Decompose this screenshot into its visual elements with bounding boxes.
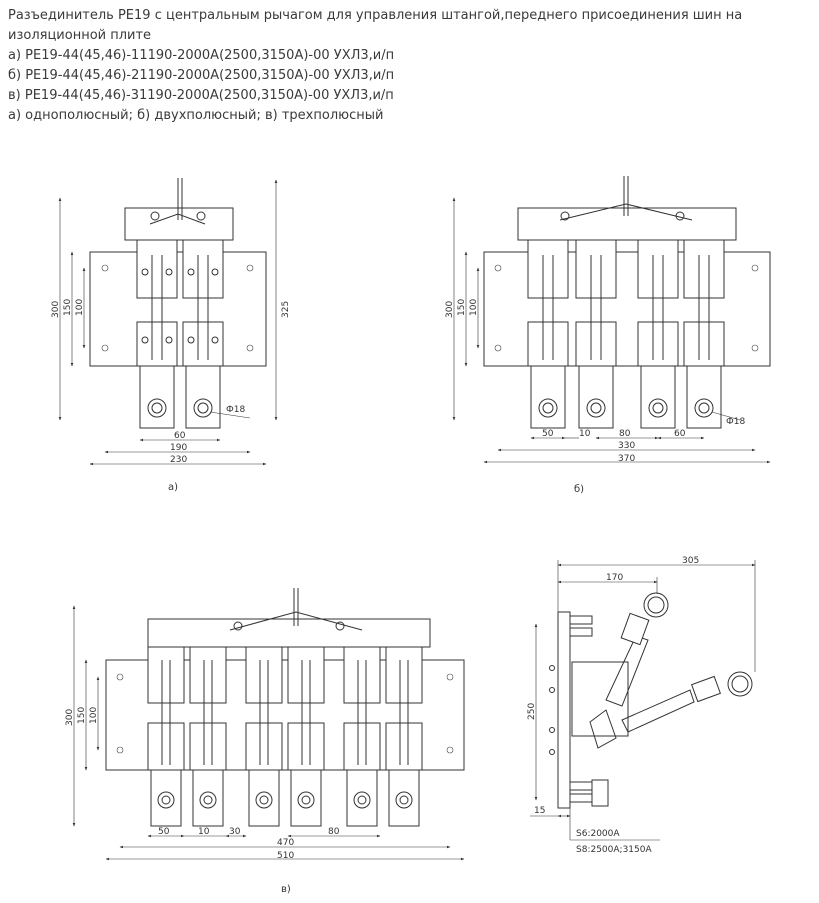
dim-170: 170	[606, 573, 623, 583]
dim-370: 370	[618, 454, 635, 464]
dim-100: 100	[75, 299, 85, 316]
blade-closed	[621, 689, 695, 733]
insulation-plate	[483, 251, 771, 367]
dim-325: 325	[281, 301, 291, 318]
dim-250: 250	[527, 703, 537, 720]
dim-300: 300	[445, 301, 455, 318]
header: Разъединитель РЕ19 с центральным рычагом…	[8, 6, 808, 126]
note-s6: S6:2000A	[576, 829, 620, 839]
plate-section	[557, 611, 571, 809]
dim-80: 80	[328, 827, 340, 837]
figure-a-caption: а)	[168, 482, 178, 493]
dim-300: 300	[65, 709, 75, 726]
figure-a-single-pole: 300 150 100 325 60 190 230 Ф18 а)	[51, 178, 291, 493]
dim-60: 60	[674, 429, 686, 439]
dim-10: 10	[579, 429, 591, 439]
dim-330: 330	[618, 441, 635, 451]
dim-100: 100	[469, 299, 479, 316]
dim-30: 30	[229, 827, 241, 837]
contact-body	[571, 661, 629, 737]
dim-150: 150	[457, 299, 467, 316]
blade-open	[605, 635, 649, 707]
dim-150: 150	[77, 707, 87, 724]
variant-b-label: б) РЕ19-44(45,46)-21190-2000А(2500,3150А…	[8, 68, 395, 83]
dim-510: 510	[277, 851, 294, 861]
figure-c-three-pole: 300 150 100 50 10 30 80 470 510 в)	[65, 588, 465, 895]
contact-upper	[136, 239, 178, 299]
cross-bar	[124, 207, 234, 241]
dim-60: 60	[174, 431, 186, 441]
dim-phi18: Ф18	[726, 417, 745, 427]
legend-line: а) однополюсный; б) двухполюсный; в) тре…	[8, 108, 384, 123]
dim-230: 230	[170, 455, 187, 465]
dim-100: 100	[89, 707, 99, 724]
insulation-plate	[89, 251, 267, 367]
dim-190: 190	[170, 443, 187, 453]
dim-50: 50	[158, 827, 170, 837]
terminal-hole	[147, 398, 167, 418]
mount-hole	[101, 264, 109, 272]
figure-c-caption: в)	[281, 884, 291, 895]
terminal-bar	[139, 365, 175, 429]
dim-300: 300	[51, 301, 61, 318]
dim-15: 15	[534, 806, 545, 816]
dim-50: 50	[542, 429, 554, 439]
figure-b-two-pole: 300 150 100 50 10 80 60 330 370 Ф18 б)	[445, 176, 771, 495]
operating-ring	[643, 592, 669, 618]
figure-b-caption: б)	[574, 484, 584, 495]
title-line-2: изоляционной плите	[8, 28, 152, 43]
side-view: 305 170 250 15 S6:2000A S8:2500A;3150A	[527, 556, 756, 855]
dim-80: 80	[619, 429, 631, 439]
contact-lower	[136, 321, 178, 367]
variant-c-label: в) РЕ19-44(45,46)-31190-2000А(2500,3150А…	[8, 88, 394, 103]
cross-bar	[517, 207, 737, 241]
dim-phi18: Ф18	[226, 405, 245, 415]
dim-470: 470	[277, 838, 294, 848]
dim-150: 150	[63, 299, 73, 316]
note-s8: S8:2500A;3150A	[576, 845, 652, 855]
title-line-1: Разъединитель РЕ19 с центральным рычагом…	[8, 8, 743, 23]
cross-bar	[147, 618, 431, 648]
dim-305: 305	[682, 556, 699, 566]
blade-hinge	[589, 709, 617, 749]
pole-row	[147, 646, 423, 827]
variant-a-label: а) РЕ19-44(45,46)-11190-2000А(2500,3150А…	[8, 48, 395, 63]
dim-10: 10	[198, 827, 210, 837]
pole-block	[527, 239, 725, 429]
